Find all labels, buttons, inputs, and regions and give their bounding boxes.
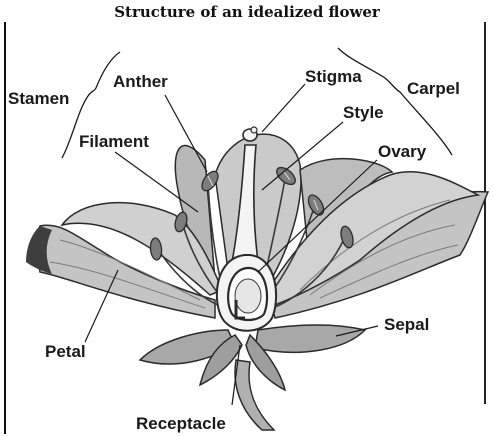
diagram-title: Structure of an idealized flower bbox=[0, 3, 494, 21]
carpel-bracket bbox=[338, 48, 452, 155]
sepal-right bbox=[255, 325, 365, 352]
label-filament: Filament bbox=[79, 132, 149, 152]
leader-stigma bbox=[262, 84, 305, 132]
label-ovary: Ovary bbox=[378, 142, 426, 162]
label-carpel: Carpel bbox=[407, 79, 460, 99]
label-stamen: Stamen bbox=[8, 89, 69, 109]
ovule bbox=[235, 279, 261, 313]
label-petal: Petal bbox=[45, 342, 86, 362]
label-receptacle: Receptacle bbox=[136, 414, 226, 434]
label-anther: Anther bbox=[113, 72, 168, 92]
label-style: Style bbox=[343, 103, 384, 123]
label-stigma: Stigma bbox=[305, 67, 362, 87]
label-sepal: Sepal bbox=[384, 315, 429, 335]
